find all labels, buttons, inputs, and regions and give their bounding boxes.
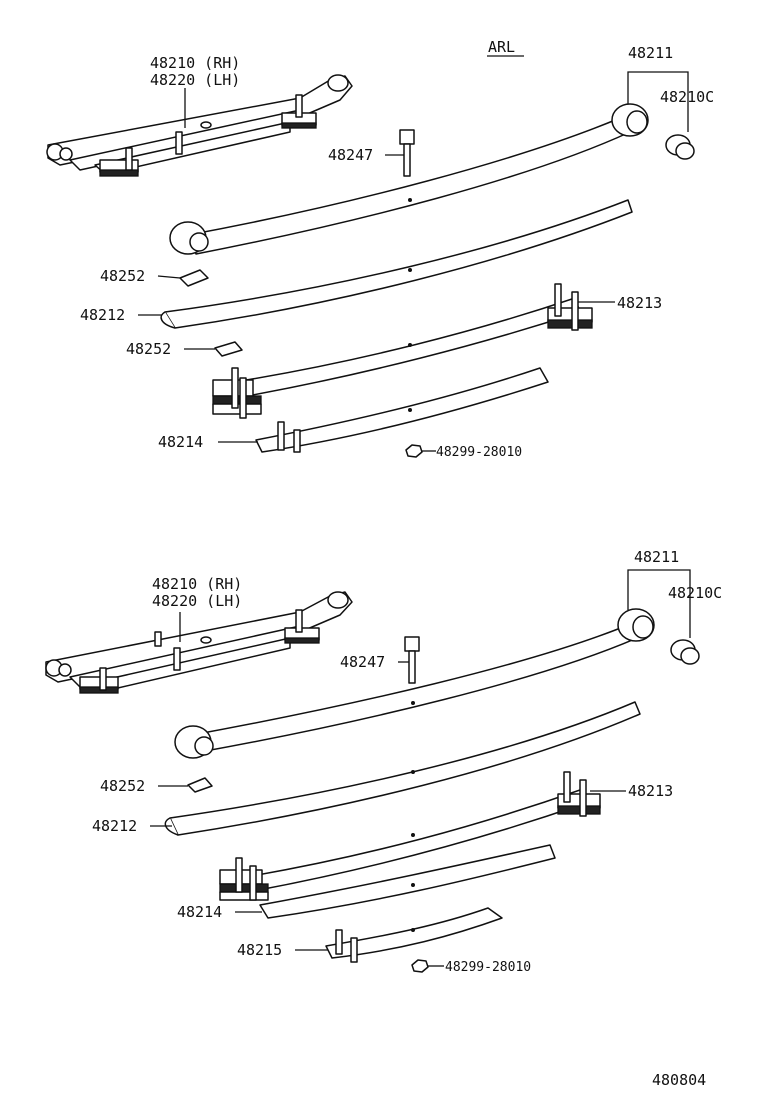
overview-pad-rear-base xyxy=(281,122,317,129)
leaf-48214-clip-1 xyxy=(277,421,285,451)
clip2-pad-front-lower xyxy=(219,891,269,901)
liner-48252-a xyxy=(179,269,209,287)
overview-clip-3 xyxy=(295,94,303,118)
nut-48299 xyxy=(405,444,423,458)
label-48211-2: 48211 xyxy=(634,548,679,566)
main-leaf-center-hole xyxy=(408,198,412,202)
clip-bolt-rear-2 xyxy=(571,291,579,331)
overview2-clip-4 xyxy=(154,631,162,647)
bushing-48210c-2-end xyxy=(680,647,700,665)
label-48214: 48214 xyxy=(158,433,203,451)
leaf-48215-center-hole xyxy=(411,928,415,932)
overview-center-bolt xyxy=(200,121,212,129)
clip-bolt-front-1 xyxy=(231,367,239,409)
overview2-eye-rear xyxy=(327,591,349,609)
variant-label: ARL xyxy=(488,38,515,56)
leaf-48212 xyxy=(164,199,633,329)
label-48247: 48247 xyxy=(328,146,373,164)
leaf-48212-tip xyxy=(160,311,176,329)
clip2-bolt-rear-2 xyxy=(579,779,587,817)
clip2-bolt-front-1 xyxy=(235,857,243,893)
label-48215: 48215 xyxy=(237,941,282,959)
center-bolt-shank-2 xyxy=(408,650,416,684)
assembly-label-rh-2: 48210 (RH) xyxy=(152,575,242,593)
label-48212-2: 48212 xyxy=(92,817,137,835)
overview-eye-front-bush xyxy=(59,147,73,161)
top-assembly: ARL 48210 (RH) 48220 (LH) xyxy=(46,38,714,460)
bottom-assembly: 48210 (RH) 48220 (LH) 48211 48210C 48247… xyxy=(45,548,722,975)
label-48214-2: 48214 xyxy=(177,903,222,921)
label-nut: 48299-28010 xyxy=(436,445,522,460)
leaf-48212-2-center-hole xyxy=(411,770,415,774)
liner-48252-b xyxy=(214,341,243,357)
overview2-center-bolt xyxy=(200,636,212,644)
clip2-bolt-rear-1 xyxy=(563,771,571,803)
leader-48252-a xyxy=(157,275,181,279)
label-48252-c: 48252 xyxy=(100,777,145,795)
spring-assembly-overview xyxy=(46,74,353,177)
main-leaf2-eye-rear-bush xyxy=(632,615,654,639)
leaf-48214-center-hole xyxy=(408,408,412,412)
center-bolt-shank xyxy=(403,143,411,177)
label-48252-a: 48252 xyxy=(100,267,145,285)
assembly-label-lh-2: 48220 (LH) xyxy=(152,592,242,610)
overview-leaf-main xyxy=(47,75,353,166)
figure-number: 480804 xyxy=(652,1071,706,1089)
assembly-label-rh: 48210 (RH) xyxy=(150,54,240,72)
label-48213-2: 48213 xyxy=(628,782,673,800)
center-bolt-head-2 xyxy=(404,636,420,652)
center-bolt-head xyxy=(399,129,415,145)
label-48210c-2: 48210C xyxy=(668,584,722,602)
overview2-pad-front-base xyxy=(79,686,119,694)
overview2-leaf-main xyxy=(45,591,353,683)
clip2-bolt-front-2 xyxy=(249,865,257,901)
clip-bolt-front-2 xyxy=(239,377,247,419)
overview2-clip-3 xyxy=(295,609,303,633)
bracket-48211 xyxy=(627,71,689,85)
bushing-48210c-end xyxy=(675,142,695,160)
overview-clip-1 xyxy=(125,147,133,171)
clip2-pad-rear-base xyxy=(557,805,601,815)
label-48247-2: 48247 xyxy=(340,653,385,671)
leaf-48214-2 xyxy=(259,844,556,919)
leaf-48213-center-hole xyxy=(408,343,412,347)
overview-pad-front-base xyxy=(99,169,139,177)
main-leaf2-eye-front-bush xyxy=(194,736,214,756)
label-48211: 48211 xyxy=(628,44,673,62)
leaf-48212-2 xyxy=(169,701,641,836)
leaf-48214-2-center-hole xyxy=(411,883,415,887)
leaf-48215-clip-1 xyxy=(335,929,343,955)
leaf-48212-center-hole xyxy=(408,268,412,272)
label-48252-b: 48252 xyxy=(126,340,171,358)
leaf-48215 xyxy=(325,907,503,959)
overview-eye-rear xyxy=(327,74,349,92)
label-nut-2: 48299-28010 xyxy=(445,960,531,975)
nut-48299-2 xyxy=(411,959,429,973)
clip2-pad-front-base xyxy=(219,883,269,893)
overview2-clip-1 xyxy=(99,667,107,691)
overview2-eye-front-bush xyxy=(58,663,72,677)
label-48212: 48212 xyxy=(80,306,125,324)
leaf-48214-clip-2 xyxy=(293,429,301,453)
label-48210c: 48210C xyxy=(660,88,714,106)
assembly-label-lh: 48220 (LH) xyxy=(150,71,240,89)
clip-bolt-rear-1 xyxy=(554,283,562,317)
clip-pad-rear-base xyxy=(547,319,593,329)
leaf-48213-2-center-hole xyxy=(411,833,415,837)
spring-assembly-overview-2 xyxy=(45,591,353,694)
overview2-pad-rear-base xyxy=(284,637,320,644)
main-leaf-eye-front-bush xyxy=(189,232,209,252)
main-leaf2-center-hole xyxy=(411,701,415,705)
main-leaf-eye-rear-bush xyxy=(626,110,648,134)
leaf-48215-clip-2 xyxy=(350,937,358,963)
overview-clip-2 xyxy=(175,131,183,155)
bracket-48211-2 xyxy=(627,569,691,585)
label-48213: 48213 xyxy=(617,294,662,312)
liner-48252-c xyxy=(187,777,213,793)
leaf-48214 xyxy=(255,367,549,453)
overview2-clip-2 xyxy=(173,647,181,671)
